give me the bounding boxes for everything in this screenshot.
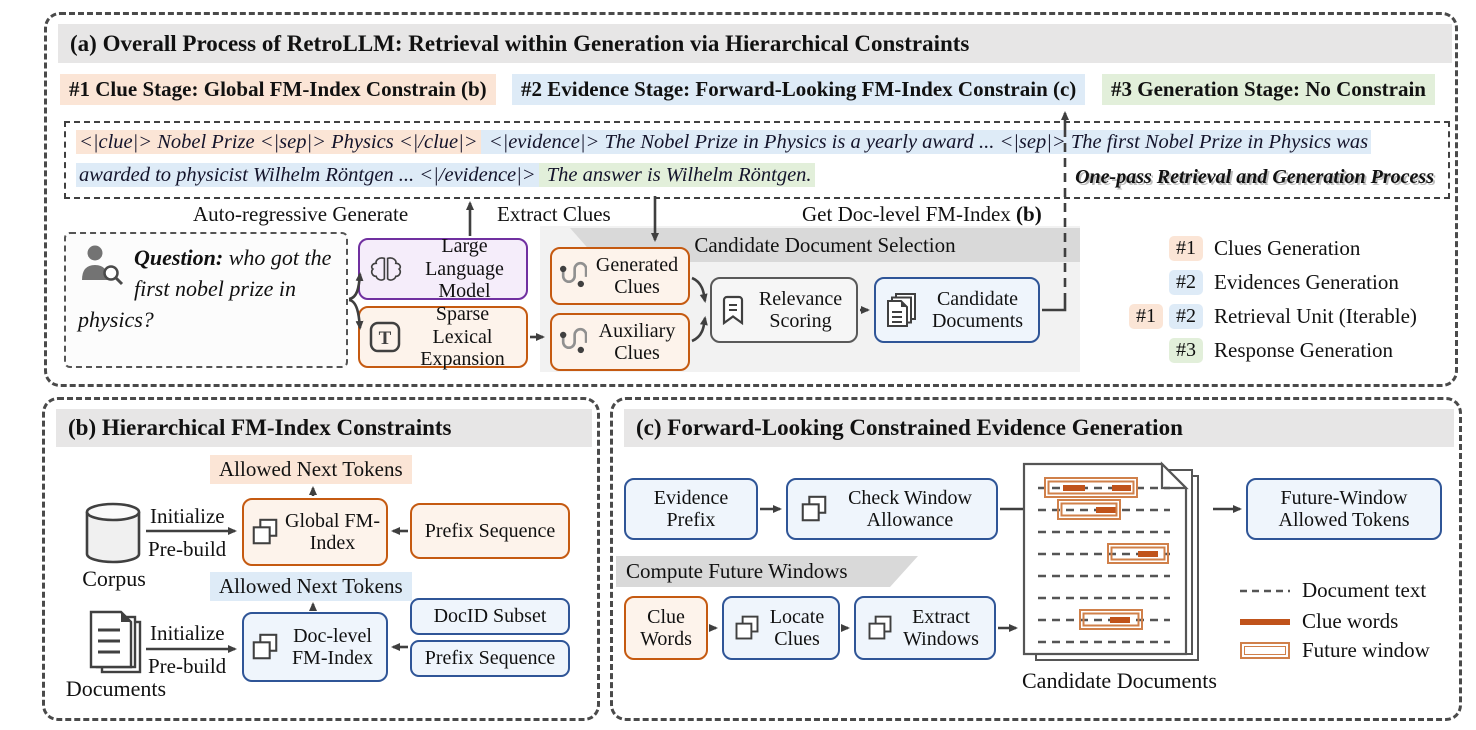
doc-level-fm-index-node: Doc-level FM-Index <box>242 612 388 682</box>
llm-label: Large Language Model <box>425 235 504 303</box>
stage1-badge: #1 <box>1169 236 1203 261</box>
candidate-documents-node: Candidate Documents <box>874 277 1040 343</box>
question-box: Question: who got the first nobel prize … <box>64 232 348 368</box>
legend-row: Document text <box>1240 578 1426 603</box>
future-window-sample <box>1240 642 1290 659</box>
docid-subset-node: DocID Subset <box>410 598 570 635</box>
candidate-documents-label: Candidate Documents <box>931 287 1024 332</box>
prebuild-label: Pre-build <box>148 537 227 561</box>
bookmark-icon <box>722 295 743 325</box>
panel-a-title: (a) Overall Process of RetroLLM: Retriev… <box>58 24 1452 63</box>
panel-c-title: (c) Forward-Looking Constrained Evidence… <box>624 409 1454 447</box>
legend-row: #1 Clues Generation <box>1085 236 1360 261</box>
candidate-documents-stack <box>1022 461 1199 661</box>
stage-3-generation: #3 Generation Stage: No Constrain <box>1102 74 1435 105</box>
documents-label: Documents <box>65 676 167 701</box>
text-icon: T <box>369 321 400 353</box>
evidence-prefix-label: Evidence Prefix <box>653 486 729 531</box>
future-window-allowed-tokens-label: Future-Window Allowed Tokens <box>1278 486 1410 531</box>
evidence-prefix-node: Evidence Prefix <box>624 478 758 540</box>
check-window-node: Check Window Allowance <box>786 478 998 540</box>
legend-row: Clue words <box>1240 609 1398 634</box>
allowed-next-tokens-doc: Allowed Next Tokens <box>210 572 412 601</box>
relevance-scoring-label: Relevance Scoring <box>758 287 843 332</box>
prefix-sequence-label: Prefix Sequence <box>424 647 556 670</box>
fm-index-icon <box>252 633 277 660</box>
stage2-badge: #2 <box>1169 304 1203 329</box>
panel-b-title: (b) Hierarchical FM-Index Constraints <box>56 409 592 447</box>
question-text: who got the first nobel prize in physics… <box>78 245 332 332</box>
locate-clues-node: Locate Clues <box>722 596 840 660</box>
initialize-label: Initialize <box>150 504 225 528</box>
extract-windows-node: Extract Windows <box>854 596 996 660</box>
prefix-sequence-node: Prefix Sequence <box>410 640 570 677</box>
legend-row: #1#2 Retrieval Unit (Iterable) <box>1085 304 1417 329</box>
fm-index-icon <box>252 518 277 545</box>
llm-node: Large Language Model <box>358 235 528 303</box>
clue-tokens: <|clue|> Nobel Prize <|sep|> Physics <|/… <box>76 130 481 154</box>
answer-tokens: The answer is Wilhelm Röntgen. <box>538 163 815 187</box>
auxiliary-clues-node: Auxiliary Clues <box>550 313 690 371</box>
fm-index-icon <box>735 615 759 640</box>
extract-clues-label: Extract Clues <box>497 202 611 226</box>
stage3-badge: #3 <box>1169 338 1203 363</box>
generated-clues-node: Generated Clues <box>550 247 690 305</box>
compute-future-windows-banner: Compute Future Windows <box>616 556 918 587</box>
prefix-sequence-node: Prefix Sequence <box>410 503 570 559</box>
clues-icon <box>560 261 587 288</box>
legend-row: #3 Response Generation <box>1085 338 1393 363</box>
clue-words-label: Clue Words <box>640 605 692 650</box>
clue-words-node: Clue Words <box>624 596 708 660</box>
clue-words-sample <box>1240 618 1290 625</box>
documents-icon <box>886 293 916 327</box>
stage-1-clue: #1 Clue Stage: Global FM-Index Constrain… <box>60 74 496 105</box>
legend-row: #2 Evidences Generation <box>1085 270 1399 295</box>
stage-2-evidence: #2 Evidence Stage: Forward-Looking FM-In… <box>512 74 1086 105</box>
allowed-next-tokens-global: Allowed Next Tokens <box>210 455 412 484</box>
generated-clues-label: Generated Clues <box>595 253 679 298</box>
extract-windows-label: Extract Windows <box>903 605 979 650</box>
prebuild-label: Pre-build <box>148 654 227 678</box>
sparse-lexical-node: T Sparse Lexical Expansion <box>358 303 528 371</box>
locate-clues-label: Locate Clues <box>769 605 825 650</box>
document-text-sample <box>1240 589 1290 592</box>
svg-text:T: T <box>378 328 391 349</box>
fm-index-icon <box>801 495 827 522</box>
generation-sequence: <|clue|> Nobel Prize <|sep|> Physics <|/… <box>64 121 1450 199</box>
stage2-badge: #2 <box>1169 270 1203 295</box>
prefix-sequence-label: Prefix Sequence <box>424 519 556 542</box>
corpus-label: Corpus <box>82 566 146 591</box>
brain-icon <box>370 257 401 281</box>
docid-subset-label: DocID Subset <box>433 605 547 628</box>
legend-row: Future window <box>1240 638 1430 663</box>
doc-level-fm-index-label: Doc-level FM-Index <box>291 624 374 669</box>
get-doc-level-label: Get Doc-level FM-Index (b) <box>802 202 1042 226</box>
clues-icon <box>560 327 587 354</box>
global-fm-index-label: Global FM-Index <box>285 509 380 554</box>
auxiliary-clues-label: Auxiliary Clues <box>598 319 676 364</box>
auto-regressive-label: Auto-regressive Generate <box>193 202 409 226</box>
stage1-badge: #1 <box>1129 304 1163 329</box>
candidate-documents-stack-label: Candidate Documents <box>1022 668 1217 693</box>
documents-stack-icon <box>89 610 142 674</box>
corpus-cylinder-icon <box>85 502 141 564</box>
user-search-icon <box>82 245 124 286</box>
sparse-lexical-label: Sparse Lexical Expansion <box>420 303 505 371</box>
relevance-scoring-node: Relevance Scoring <box>710 277 858 343</box>
fm-index-icon <box>868 615 892 640</box>
future-window-allowed-tokens-node: Future-Window Allowed Tokens <box>1246 478 1442 540</box>
question-label: Question: <box>134 245 224 270</box>
one-pass-caption: One-pass Retrieval and Generation Proces… <box>1075 166 1434 188</box>
global-fm-index-node: Global FM-Index <box>242 498 388 566</box>
check-window-label: Check Window Allowance <box>848 486 972 531</box>
initialize-label: Initialize <box>150 621 225 645</box>
